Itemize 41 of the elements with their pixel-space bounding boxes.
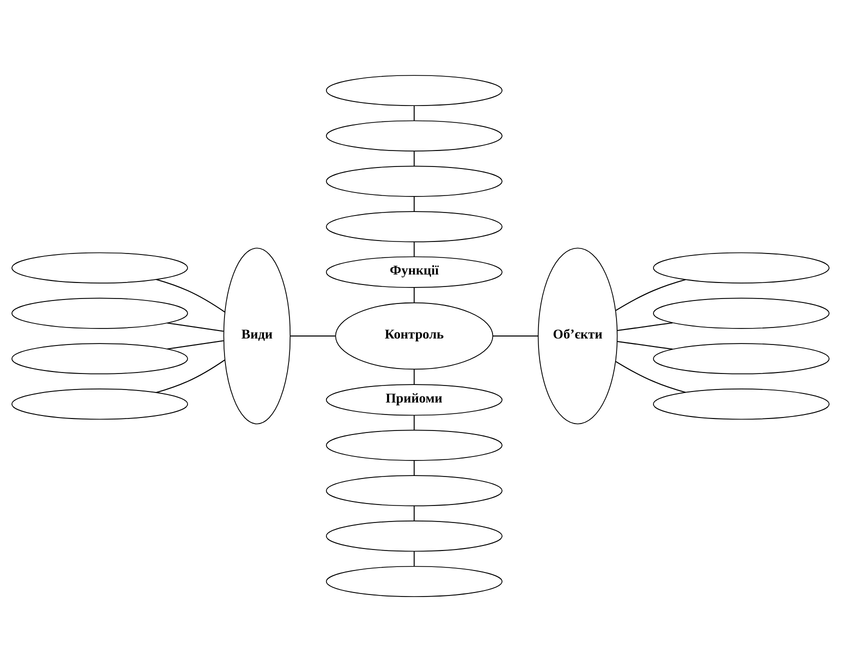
node-ellipse bbox=[326, 165, 502, 196]
connector bbox=[414, 550, 415, 566]
node-ellipse bbox=[11, 297, 188, 328]
node-ellipse bbox=[11, 342, 188, 374]
node-ellipse: Контроль bbox=[335, 302, 494, 370]
node-ellipse bbox=[326, 565, 502, 597]
connector bbox=[156, 278, 226, 312]
node-ellipse bbox=[326, 520, 502, 552]
connector bbox=[414, 287, 415, 302]
connector bbox=[290, 335, 336, 336]
node-ellipse bbox=[326, 74, 502, 106]
connector bbox=[414, 506, 415, 520]
connector bbox=[414, 460, 415, 475]
connector bbox=[414, 150, 415, 166]
node-ellipse bbox=[326, 474, 502, 506]
node-ellipse bbox=[11, 252, 188, 283]
node-ellipse bbox=[326, 120, 502, 151]
connector bbox=[414, 105, 415, 120]
connector bbox=[167, 340, 224, 349]
node-ellipse: Функції bbox=[326, 256, 502, 288]
connector bbox=[617, 322, 673, 331]
connector bbox=[167, 322, 224, 332]
connector bbox=[617, 340, 673, 350]
node-ellipse bbox=[652, 388, 830, 420]
connector bbox=[414, 196, 415, 211]
node-ellipse: Об’єкти bbox=[538, 247, 618, 424]
connector bbox=[414, 368, 415, 384]
connector bbox=[156, 358, 226, 392]
node-ellipse: Види bbox=[223, 247, 291, 424]
node-ellipse bbox=[652, 252, 830, 283]
connector bbox=[414, 242, 415, 256]
node-ellipse bbox=[652, 297, 830, 328]
node-ellipse bbox=[652, 342, 830, 374]
connector bbox=[414, 414, 415, 430]
connector bbox=[616, 278, 686, 310]
connector bbox=[492, 335, 538, 336]
node-ellipse bbox=[326, 429, 502, 460]
node-ellipse bbox=[11, 388, 188, 420]
connector bbox=[616, 360, 686, 392]
node-ellipse bbox=[326, 210, 502, 242]
node-ellipse: Прийоми bbox=[326, 384, 502, 416]
